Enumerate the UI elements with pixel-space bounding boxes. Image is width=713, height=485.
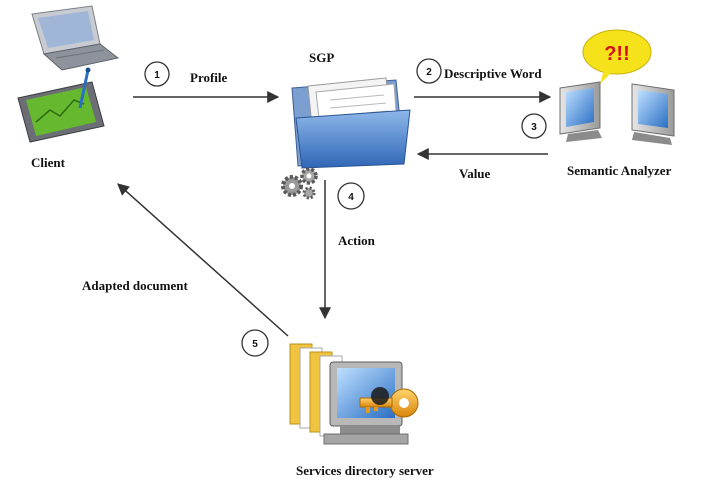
- svg-text:3: 3: [531, 122, 537, 133]
- step-5-badge: 5: [241, 329, 269, 357]
- svg-text:2: 2: [426, 67, 432, 78]
- step-1-badge: 1: [144, 61, 170, 87]
- laptop-icon: [31, 5, 120, 71]
- semantic-analyzer-label: Semantic Analyzer: [567, 163, 672, 178]
- services-directory-server-label: Services directory server: [296, 463, 434, 478]
- step-4-label: Action: [338, 233, 376, 248]
- key-icon: [359, 387, 419, 418]
- svg-text:1: 1: [154, 70, 160, 81]
- step-2-badge: 2: [416, 58, 442, 84]
- speech-bubble-text: ?!!: [604, 43, 630, 65]
- step-5-label: Adapted document: [82, 278, 188, 293]
- step-4-badge: 4: [337, 182, 365, 210]
- step-3-label: Value: [459, 166, 491, 181]
- svg-text:5: 5: [252, 339, 258, 350]
- gears-icon: [281, 167, 318, 200]
- step-3-badge: 3: [521, 113, 547, 139]
- client-label: Client: [31, 155, 66, 170]
- monitor-left-icon: [559, 81, 602, 142]
- step-2-label: Descriptive Word: [444, 66, 542, 81]
- server-icon: [289, 343, 409, 445]
- sgp-label: SGP: [309, 50, 334, 65]
- speech-bubble-icon: ?!!: [582, 29, 652, 84]
- adapted-document-arrow: [117, 183, 289, 337]
- svg-text:4: 4: [348, 192, 354, 203]
- tablet-icon: [17, 67, 105, 143]
- step-1-label: Profile: [190, 70, 228, 85]
- monitor-right-icon: [631, 83, 675, 145]
- folder-icon: [291, 77, 411, 169]
